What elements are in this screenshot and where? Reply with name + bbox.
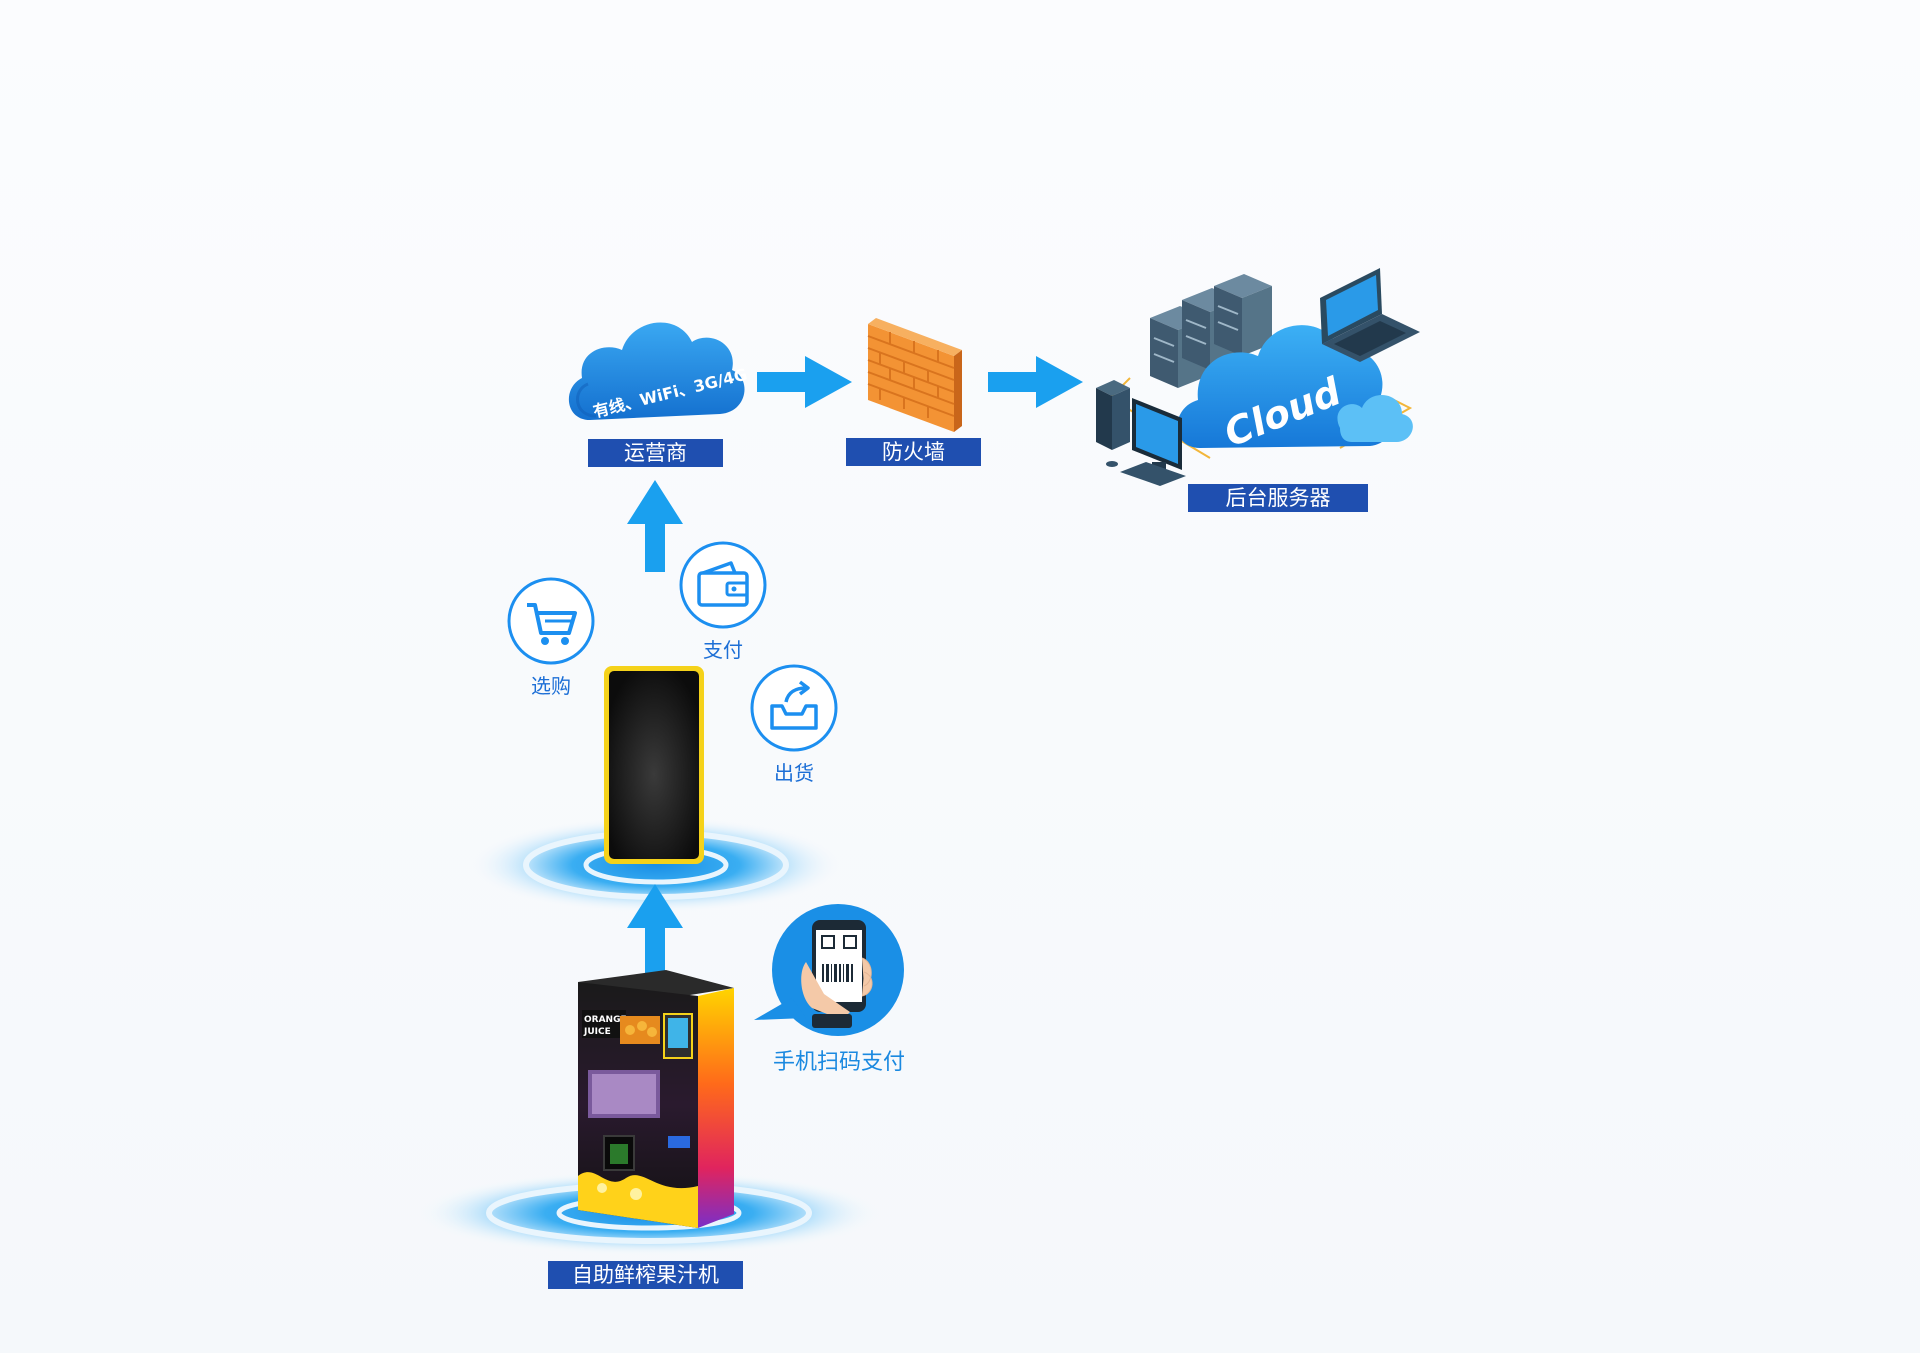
server-node: Cloud — [1090, 258, 1430, 498]
phone-barcode-icon — [754, 904, 904, 1036]
arrow-right-icon — [757, 356, 852, 408]
cart-icon — [507, 577, 595, 665]
payment-step — [677, 539, 769, 631]
carrier-node: 有线、WiFi、3G/4G — [560, 300, 750, 440]
carrier-label: 运营商 — [588, 439, 723, 467]
juice-machine: ORANGE JUICE — [576, 966, 736, 1236]
server-cluster-icon: Cloud — [1096, 268, 1420, 486]
delivery-step — [748, 662, 840, 754]
juice-machine-icon: ORANGE JUICE — [578, 970, 734, 1228]
tray-upload-icon — [750, 664, 838, 752]
machine-sign-line1: ORANGE — [584, 1015, 627, 1025]
server-rack-icon — [1150, 274, 1272, 388]
scan-pay-label: 手机扫码支付 — [773, 1050, 906, 1075]
tablet-device — [602, 664, 706, 866]
delivery-label: 出货 — [774, 761, 814, 785]
laptop-icon — [1320, 268, 1420, 362]
machine-label: 自助鲜榨果汁机 — [548, 1261, 743, 1289]
shopping-label: 选购 — [531, 674, 571, 698]
payment-label: 支付 — [703, 638, 743, 662]
shopping-step — [505, 575, 597, 667]
arrow-up-icon — [627, 480, 683, 572]
machine-sign-line2: JUICE — [583, 1027, 611, 1037]
firewall-icon — [867, 318, 962, 432]
tablet-icon — [604, 666, 704, 864]
scan-pay-bubble — [752, 902, 904, 1042]
arrow-up-icon — [627, 884, 683, 976]
firewall-node — [862, 316, 967, 436]
arrow-right-icon — [988, 356, 1083, 408]
firewall-label: 防火墙 — [846, 438, 981, 466]
server-label: 后台服务器 — [1188, 484, 1368, 512]
carrier-cloud-icon: 有线、WiFi、3G/4G — [568, 322, 749, 421]
desktop-computer-icon — [1096, 380, 1186, 486]
wallet-icon — [679, 541, 767, 629]
